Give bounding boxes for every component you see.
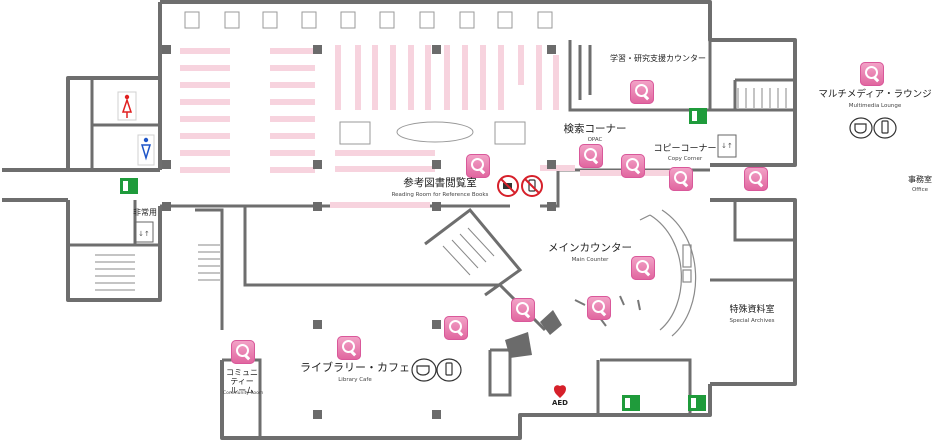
research-counter-label: 学習・研究支援カウンター: [610, 54, 706, 63]
search-icon[interactable]: [231, 340, 255, 364]
copy-corner-en-label: Copy Corner: [667, 156, 703, 162]
aed-label: AED: [551, 399, 568, 407]
search-icon[interactable]: [444, 316, 468, 340]
search-icon[interactable]: [630, 80, 654, 104]
library-cafe-en-label: Library Cafe: [338, 377, 372, 383]
no-phone-icon: [521, 175, 543, 197]
toilet-female-icon: [117, 91, 137, 121]
community-room-en-label: Community Room: [223, 391, 264, 396]
emergency-elevator-label: 非常用: [133, 208, 157, 217]
aed-heart-icon: [553, 385, 567, 398]
search-icon[interactable]: [669, 167, 693, 191]
search-icon[interactable]: [337, 336, 361, 360]
search-icon[interactable]: [631, 256, 655, 280]
opac-label: 検索コーナー: [563, 123, 627, 135]
office-label: 事務室: [908, 175, 932, 184]
main-counter-desk: [639, 209, 697, 337]
outer-walls: [2, 0, 797, 440]
reading-room-label: 参考図書閲覧室: [403, 177, 477, 189]
library-cafe-label: ライブラリー・カフェ: [300, 361, 410, 374]
search-icon[interactable]: [621, 154, 645, 178]
main-counter-label: メインカウンター: [548, 242, 632, 254]
search-icon[interactable]: [579, 144, 603, 168]
search-icon[interactable]: [860, 62, 884, 86]
cafe-cup-icon: [411, 117, 873, 382]
reading-room-en-label: Reading Room for Reference Books: [391, 192, 489, 198]
stairs: [95, 88, 787, 291]
copy-corner-label: コピーコーナー: [653, 144, 717, 154]
opac-en-label: OPAC: [587, 137, 603, 143]
multimedia-lounge-en-label: Multimedia Lounge: [848, 103, 902, 109]
office-en-label: Office: [911, 187, 929, 193]
svg-text:↓↑: ↓↑: [138, 230, 150, 238]
toilet-male-icon: [137, 134, 155, 166]
search-icon[interactable]: [511, 298, 535, 322]
no-food-icon: [497, 175, 519, 197]
svg-text:↓↑: ↓↑: [721, 142, 733, 150]
search-icon[interactable]: [744, 167, 768, 191]
main-counter-en-label: Main Counter: [571, 257, 609, 263]
search-icon[interactable]: [466, 154, 490, 178]
special-archives-label: 特殊資料室: [729, 305, 775, 315]
pillars: [162, 45, 562, 419]
community-room-label: コミュニティー ルーム: [226, 368, 258, 395]
elevator-icon: ↓↑ ↓↑: [134, 134, 737, 243]
phone-ok-icon: [436, 117, 897, 382]
top-tables: [184, 11, 553, 145]
multimedia-lounge-label: マルチメディア・ラウンジ: [818, 89, 932, 100]
special-archives-en-label: Special Archives: [729, 318, 775, 324]
emergency-exit-icon: [120, 108, 707, 411]
search-icon[interactable]: [587, 296, 611, 320]
